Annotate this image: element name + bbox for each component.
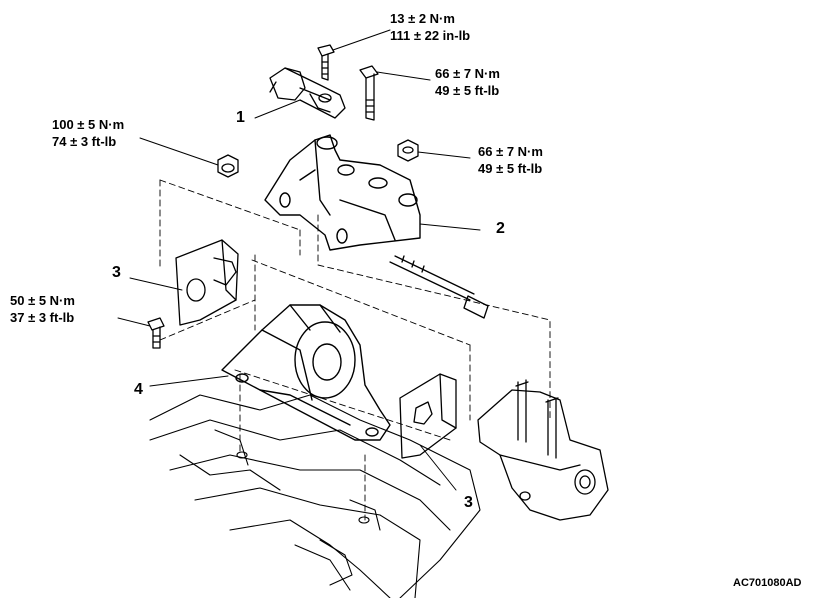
torque-label-left-nut: 100 ± 5 N·m 74 ± 3 ft-lb xyxy=(52,116,124,150)
assembly-guide-lines xyxy=(159,179,551,521)
torque-lower-left-nm: 50 ± 5 N·m xyxy=(10,293,75,308)
callout-part-4: 4 xyxy=(134,381,143,398)
long-bolt-upper xyxy=(359,65,379,121)
left-small-bolt xyxy=(147,317,165,349)
engine-mount-insulator-part-4 xyxy=(221,304,391,441)
torque-label-right-nut: 66 ± 7 N·m 49 ± 5 ft-lb xyxy=(478,143,543,177)
stopper-plate-part-3-left xyxy=(175,239,239,326)
torque-left-nut-nm: 100 ± 5 N·m xyxy=(52,117,125,132)
torque-long-bolt-nm: 66 ± 7 N·m xyxy=(435,66,500,81)
torque-left-nut-imperial: 74 ± 3 ft-lb xyxy=(52,134,117,149)
right-nut xyxy=(397,139,419,162)
stopper-plate-part-3-right xyxy=(399,373,457,459)
torque-right-nut-imperial: 49 ± 5 ft-lb xyxy=(478,161,543,176)
long-bolt-middle xyxy=(389,255,489,319)
top-bolt xyxy=(317,44,335,81)
torque-right-nut-nm: 66 ± 7 N·m xyxy=(478,144,543,159)
torque-top-bolt-nm: 13 ± 2 N·m xyxy=(390,11,455,26)
mount-bracket-part-2 xyxy=(264,134,421,251)
transmission-case xyxy=(477,379,609,521)
harness-bracket-part-1 xyxy=(269,67,346,119)
callout-part-3-right: 3 xyxy=(464,494,473,511)
figure-code: AC701080AD xyxy=(733,577,802,589)
leader-lines xyxy=(117,29,481,491)
torque-top-bolt-imperial: 111 ± 22 in-lb xyxy=(390,28,471,43)
left-nut xyxy=(217,154,239,178)
torque-label-top-bolt: 13 ± 2 N·m 111 ± 22 in-lb xyxy=(390,10,470,44)
torque-label-lower-left-bolt: 50 ± 5 N·m 37 ± 3 ft-lb xyxy=(10,292,75,326)
torque-label-long-bolt: 66 ± 7 N·m 49 ± 5 ft-lb xyxy=(435,65,500,99)
callout-part-3-left: 3 xyxy=(112,264,121,281)
torque-lower-left-imperial: 37 ± 3 ft-lb xyxy=(10,310,75,325)
vehicle-body-frame xyxy=(149,394,481,599)
torque-long-bolt-imperial: 49 ± 5 ft-lb xyxy=(435,83,500,98)
callout-part-2: 2 xyxy=(496,220,505,237)
callout-part-1: 1 xyxy=(236,109,245,126)
